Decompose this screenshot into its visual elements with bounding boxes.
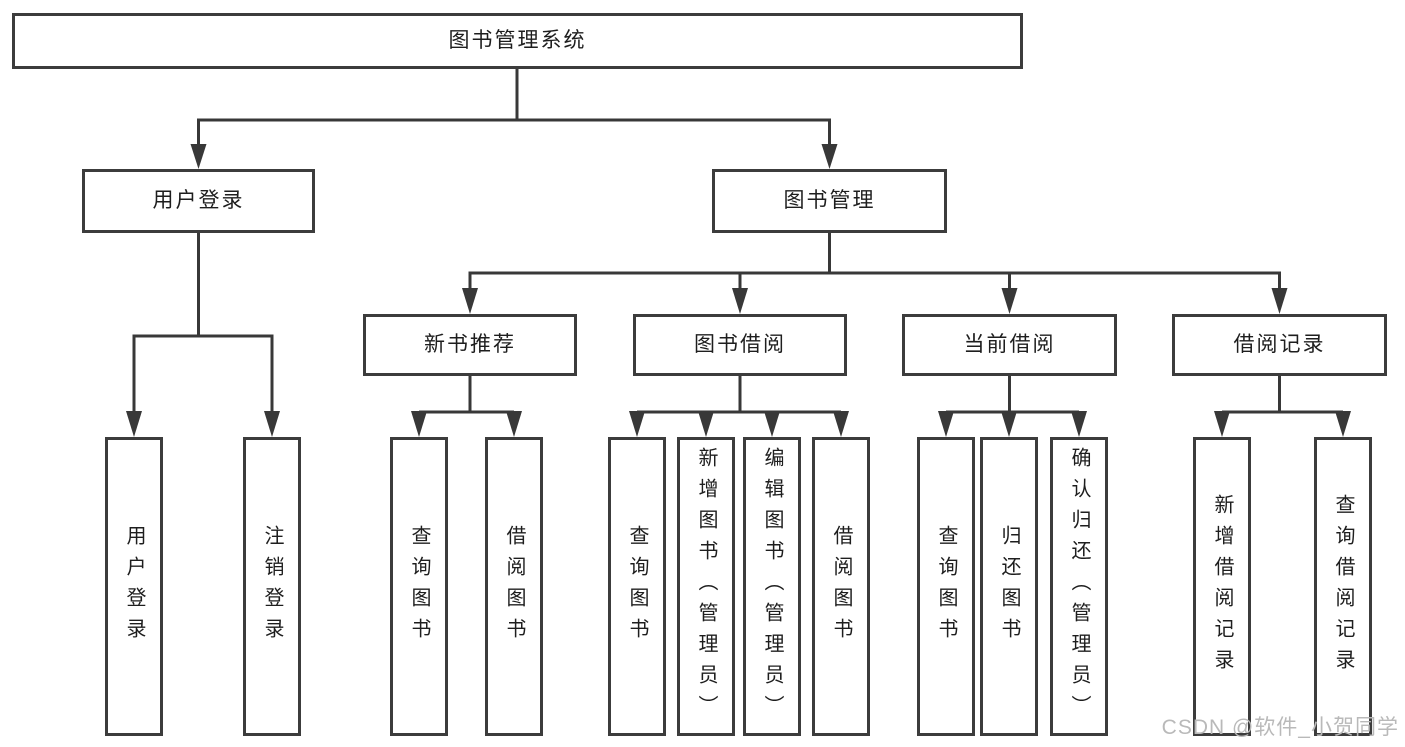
leaf-confirm-return-admin: 确认归还（管理员） <box>1050 437 1108 736</box>
node-book-borrowing: 图书借阅 <box>633 314 847 376</box>
node-current-borrowing: 当前借阅 <box>902 314 1117 376</box>
leaf-borrow-books-borrowing: 借阅图书 <box>812 437 870 736</box>
watermark: CSDN @软件_小贺同学 <box>1161 716 1399 739</box>
node-borrowing-records: 借阅记录 <box>1172 314 1387 376</box>
leaf-user-login: 用户登录 <box>105 437 163 736</box>
leaf-query-books-borrowing: 查询图书 <box>608 437 666 736</box>
node-book-management: 图书管理 <box>712 169 947 233</box>
leaf-query-books-recommend: 查询图书 <box>390 437 448 736</box>
leaf-add-book-admin: 新增图书（管理员） <box>677 437 735 736</box>
leaf-logout: 注销登录 <box>243 437 301 736</box>
leaf-return-books: 归还图书 <box>980 437 1038 736</box>
leaf-borrow-books-recommend: 借阅图书 <box>485 437 543 736</box>
node-user-login: 用户登录 <box>82 169 315 233</box>
leaf-edit-book-admin: 编辑图书（管理员） <box>743 437 801 736</box>
leaf-add-borrow-record: 新增借阅记录 <box>1193 437 1251 736</box>
leaf-query-books-current: 查询图书 <box>917 437 975 736</box>
node-library-system: 图书管理系统 <box>12 13 1023 69</box>
leaf-query-borrow-record: 查询借阅记录 <box>1314 437 1372 736</box>
node-new-book-recommendation: 新书推荐 <box>363 314 577 376</box>
